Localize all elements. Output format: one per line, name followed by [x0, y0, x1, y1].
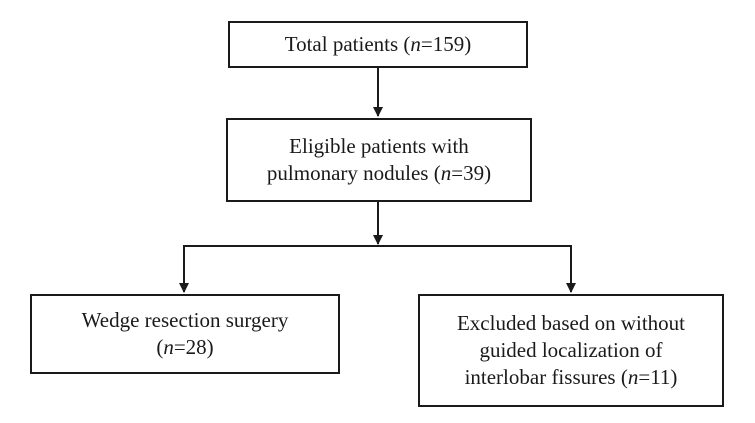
eligible-patients-box: Eligible patients with pulmonary nodules…: [226, 118, 532, 202]
n-symbol: n: [163, 335, 174, 359]
n-symbol: n: [440, 161, 452, 185]
n-symbol: n: [410, 32, 421, 56]
text: =159): [420, 32, 472, 56]
text: Wedge resection surgery: [81, 308, 289, 332]
total-patients-box: Total patients (n=159): [228, 21, 528, 68]
wedge-line-2: (n=28): [82, 334, 289, 361]
text: guided localization of: [479, 338, 663, 362]
excluded-line-1: Excluded based on without: [457, 310, 685, 337]
excluded-line-2: guided localization of: [457, 337, 685, 364]
text: =11): [638, 365, 678, 389]
text: =28): [173, 335, 214, 359]
text: pulmonary nodules (: [266, 161, 441, 185]
n-symbol: n: [627, 365, 639, 389]
eligible-line-2: pulmonary nodules (n=39): [267, 160, 491, 187]
text: (: [156, 335, 164, 359]
text: =39): [451, 161, 492, 185]
excluded-box: Excluded based on without guided localiz…: [418, 294, 724, 407]
wedge-line-1: Wedge resection surgery: [82, 307, 289, 334]
excluded-line-3: interlobar fissures (n=11): [457, 364, 685, 391]
text: Eligible patients with: [289, 134, 469, 158]
text: Total patients (: [284, 32, 411, 56]
eligible-line-1: Eligible patients with: [267, 133, 491, 160]
wedge-resection-box: Wedge resection surgery (n=28): [30, 294, 340, 374]
text: interlobar fissures (: [464, 365, 628, 389]
text: Excluded based on without: [456, 311, 686, 335]
total-patients-line-1: Total patients (n=159): [285, 31, 472, 58]
